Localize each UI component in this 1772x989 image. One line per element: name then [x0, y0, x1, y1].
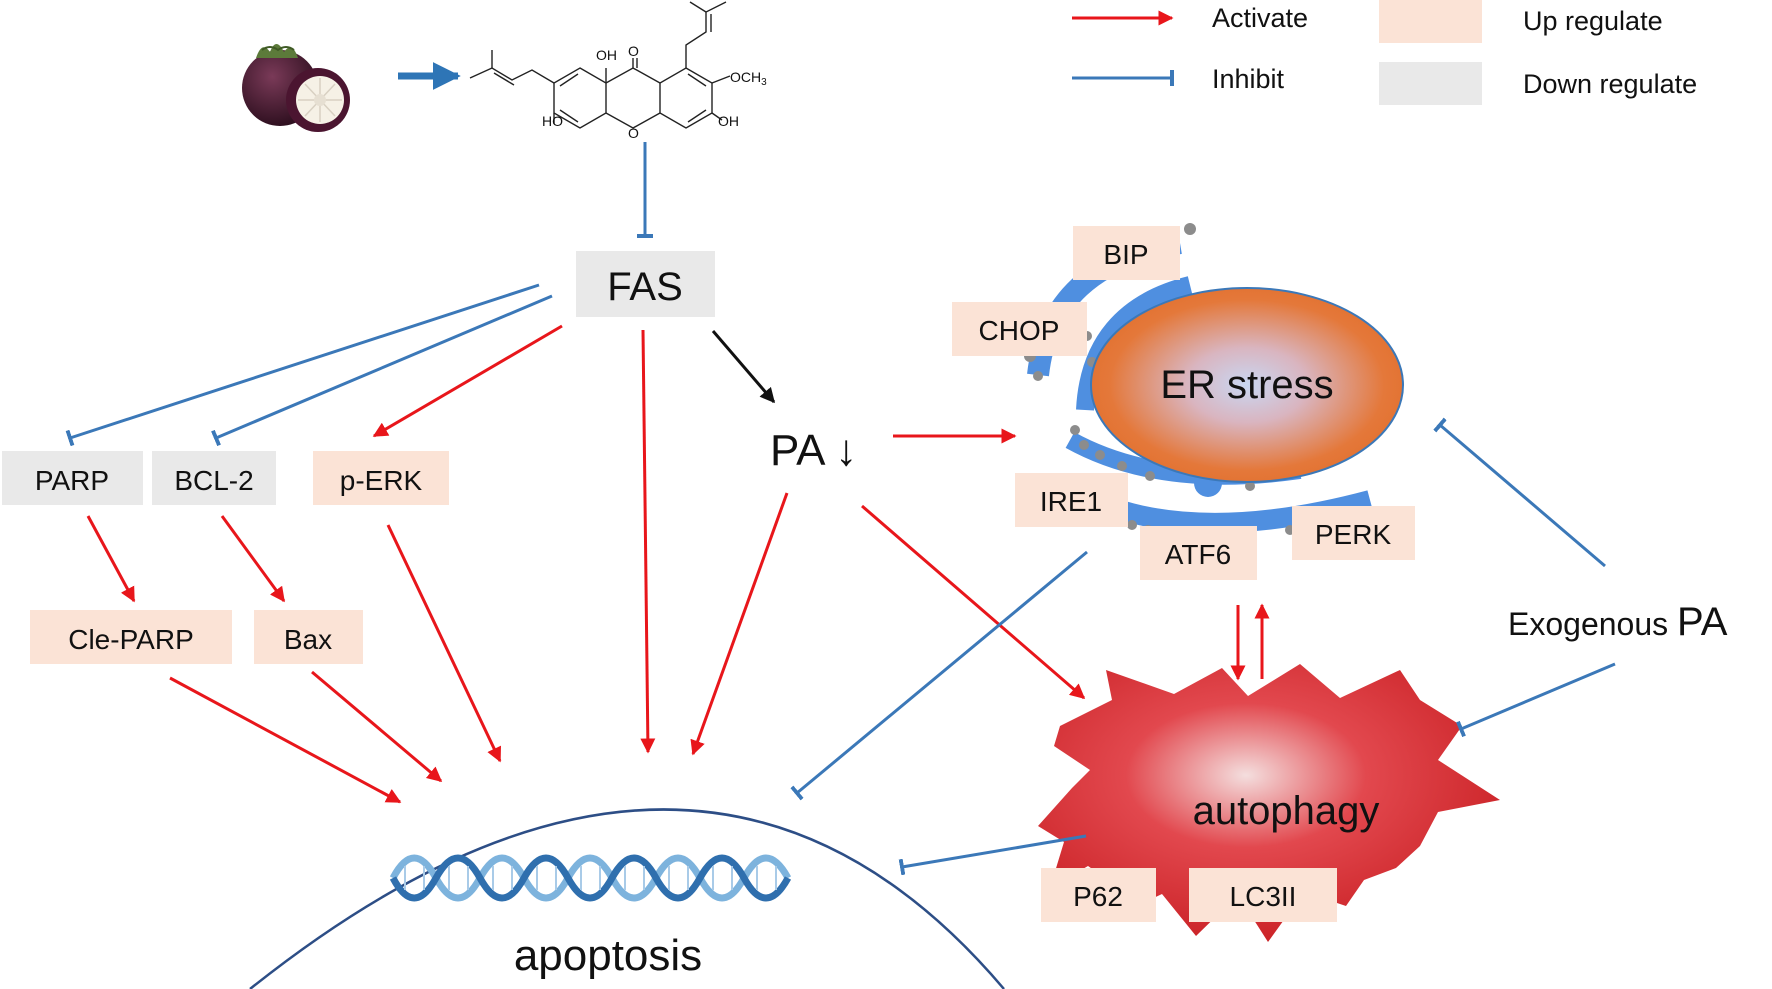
pa-to-autophagy: [861, 504, 1086, 700]
parp-label: PARP: [35, 465, 109, 496]
fas-activates-apoptosis: [640, 329, 656, 754]
bax-box: [254, 610, 363, 664]
bip-label: BIP: [1103, 239, 1148, 270]
chop-box: [952, 302, 1087, 356]
bip-box: [1073, 226, 1180, 280]
compound-ho-left: HO: [542, 113, 563, 129]
pa-to-apoptosis: [690, 492, 789, 756]
legend: Activate Inhibit Up regulate Down regula…: [1072, 0, 1697, 105]
ire1-box: [1015, 473, 1128, 527]
compound-oxo: O: [628, 43, 639, 59]
perk-p-label: p-ERK: [340, 465, 423, 496]
fas-inhibits-bcl2: [211, 294, 553, 447]
atf6-box: [1140, 526, 1257, 580]
compound-oh-right: OH: [718, 113, 739, 129]
dna-helix-icon: [389, 854, 792, 902]
parp-to-cle-parp: [86, 515, 136, 603]
perk-box: [1292, 506, 1415, 560]
fas-activates-perk: [372, 324, 563, 438]
er-stress-ellipse: [1090, 287, 1404, 483]
exogenous-pa-label: Exogenous PA: [1508, 600, 1728, 644]
mangosteen-fruit-icon: [242, 44, 350, 132]
autophagy-inhibits-apoptosis: [898, 834, 1087, 876]
apoptosis-label: apoptosis: [514, 931, 702, 980]
lc3ii-box: [1189, 868, 1337, 922]
compound-och3: OCH3: [730, 69, 767, 88]
bcl2-label: BCL-2: [174, 465, 253, 496]
chop-label: CHOP: [979, 315, 1060, 346]
legend-inhibit-label: Inhibit: [1212, 64, 1285, 94]
bax-to-apoptosis: [311, 670, 443, 783]
fas-box: [576, 251, 715, 317]
bcl2-to-bax: [220, 515, 286, 603]
er-stress-label: ER stress: [1160, 363, 1333, 407]
fas-inhibits-parp: [65, 283, 540, 447]
compound-oh-top: OH: [596, 47, 617, 63]
perk-p-box: [313, 451, 449, 505]
p62-box: [1041, 868, 1156, 922]
cle-parp-to-apoptosis: [169, 676, 402, 804]
exogenous-inhibits-er: [1433, 417, 1606, 568]
er-inhibits-apoptosis: [790, 550, 1088, 801]
perk-label: PERK: [1315, 519, 1392, 550]
bax-label: Bax: [284, 624, 332, 655]
gambogic-compound-structure: [469, 1, 731, 129]
lc3ii-label: LC3II: [1230, 881, 1297, 912]
cle-parp-box: [30, 610, 232, 664]
exogenous-inhibits-autophagy: [1456, 662, 1616, 738]
parp-box: [2, 451, 143, 505]
apoptosis-arc: [249, 808, 1005, 989]
legend-up-label: Up regulate: [1523, 6, 1663, 36]
p62-label: P62: [1073, 881, 1123, 912]
compound-labels: OH O OCH3 HO O OH: [542, 43, 767, 141]
pa-label: PA ↓: [770, 426, 857, 475]
bcl2-box: [152, 451, 276, 505]
legend-down-label: Down regulate: [1523, 69, 1697, 99]
ire1-label: IRE1: [1040, 486, 1102, 517]
cle-parp-label: Cle-PARP: [68, 624, 194, 655]
legend-up-swatch: [1379, 0, 1482, 43]
fas-label: FAS: [607, 265, 683, 309]
atf6-label: ATF6: [1165, 539, 1231, 570]
legend-down-swatch: [1379, 62, 1482, 105]
legend-activate-label: Activate: [1212, 3, 1308, 33]
compound-ring-o: O: [628, 125, 639, 141]
perk-p-to-apoptosis: [386, 524, 502, 763]
autophagy-label: autophagy: [1193, 789, 1380, 833]
fas-to-pa: [711, 330, 776, 404]
